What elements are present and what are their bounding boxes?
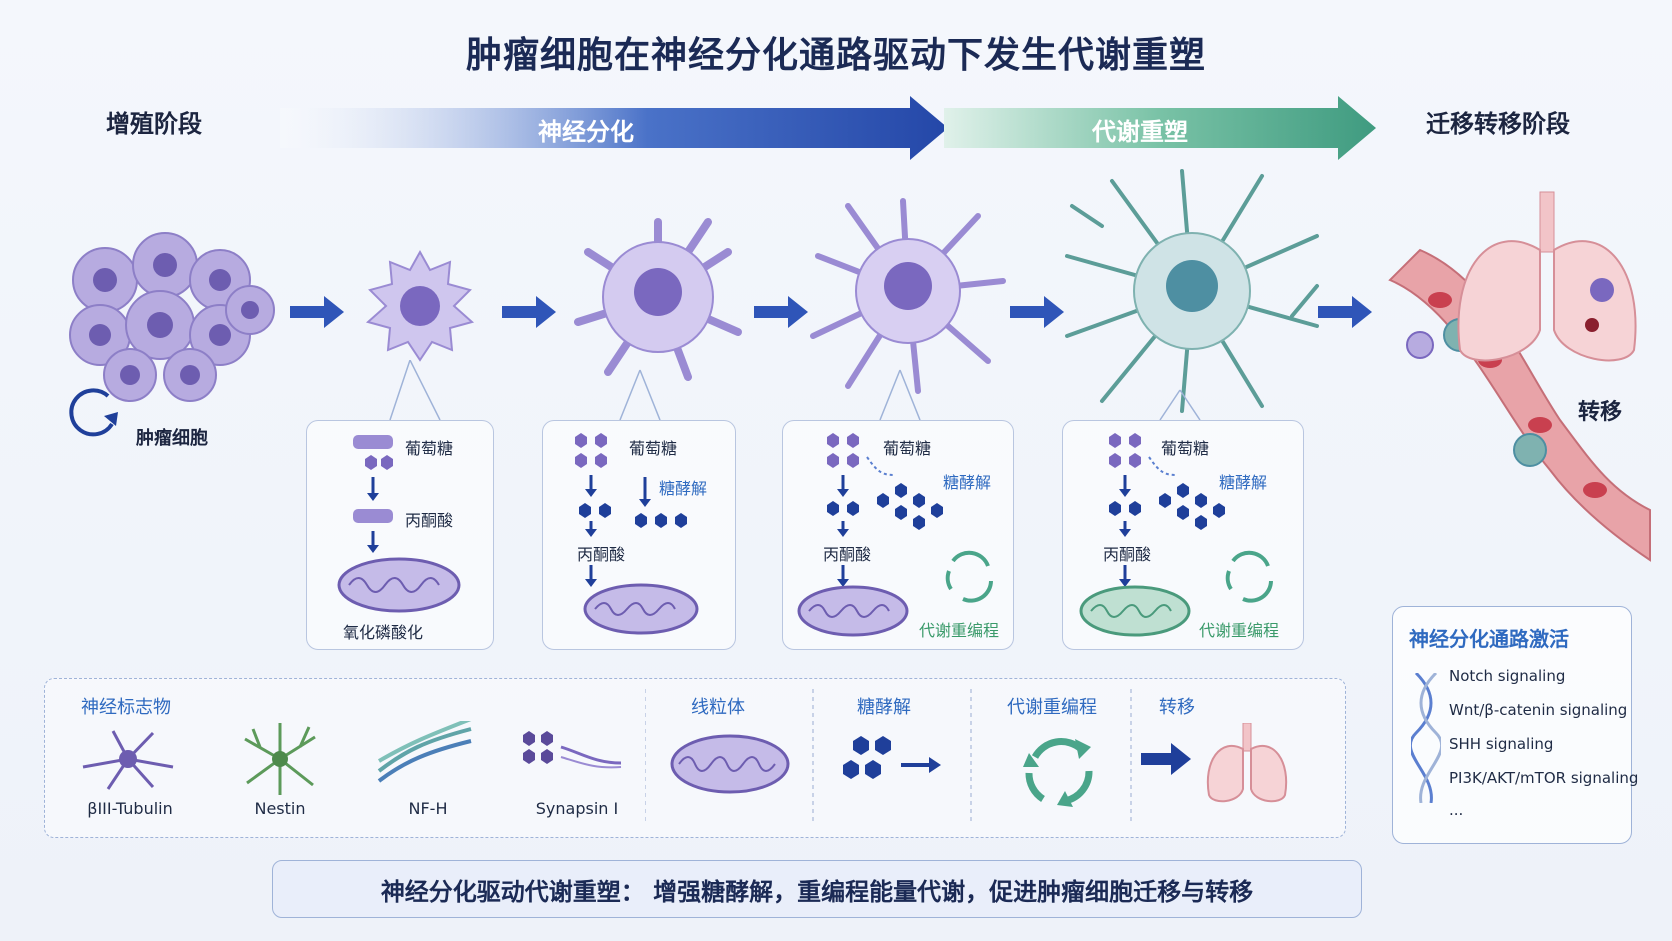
reprogramming-cycle-icon [1023, 738, 1093, 807]
callout-connectors [389, 360, 1201, 420]
metastasis-label: 转移 [1578, 400, 1623, 425]
arrow-neural-diff [280, 96, 948, 160]
cell-stage-3 [810, 198, 1006, 394]
flow-arrow-1 [290, 296, 344, 328]
panel1-oxphos: 氧化磷酸化 [343, 623, 424, 642]
stage-neural-diff-label: 神经分化 [538, 118, 634, 146]
cycle-icon [1225, 550, 1273, 603]
arrow-metabolic [944, 96, 1376, 160]
metastasis-lungs-icon [1141, 723, 1288, 803]
panel2-glucose: 葡萄糖 [629, 439, 678, 458]
stage-metabolic-label: 代谢重塑 [1092, 118, 1188, 146]
panel3-reprog: 代谢重编程 [919, 621, 1000, 640]
panel1-glucose: 葡萄糖 [405, 439, 454, 458]
cell-stage-1 [365, 249, 475, 362]
flow-arrow-5 [1318, 296, 1372, 328]
cycle-arrow-icon [69, 388, 118, 437]
marker-nestin: Nestin [254, 799, 306, 818]
page-title: 肿瘤细胞在神经分化通路驱动下发生代谢重塑 [465, 35, 1206, 76]
marker-btubulin: βIII-Tubulin [87, 799, 173, 818]
panel2-glycolysis: 糖酵解 [659, 479, 708, 498]
metabolism-panel-4: 葡萄糖 糖酵解 丙酮酸 代谢重编程 [1062, 420, 1304, 650]
metabolism-panel-1: 葡萄糖 丙酮酸 氧化磷酸化 [306, 420, 494, 650]
cell-stage-2 [574, 218, 742, 381]
panel4-glycolysis: 糖酵解 [1219, 473, 1268, 492]
glycolysis-icon [843, 736, 941, 779]
legend-dividers [645, 689, 1132, 825]
flow-arrow-4 [1010, 296, 1064, 328]
synapsin-icon [523, 731, 622, 769]
marker-synapsin: Synapsin I [535, 799, 619, 818]
metabolism-panel-3: 葡萄糖 糖酵解 丙酮酸 代谢重编程 [782, 420, 1014, 650]
tumor-cell-label: 肿瘤细胞 [136, 428, 208, 449]
panel3-pyruvate: 丙酮酸 [823, 545, 872, 564]
flow-arrow-3 [754, 296, 808, 328]
stage-proliferation-label: 增殖阶段 [106, 110, 202, 138]
pathway-pi3k: PI3K/AKT/mTOR signaling [1449, 769, 1639, 787]
nfh-icon [377, 721, 472, 783]
pathway-notch: Notch signaling [1449, 667, 1566, 685]
btubulin-icon [82, 730, 174, 790]
cycle-icon [945, 550, 993, 603]
flow-arrow-2 [502, 296, 556, 328]
pathway-box: 神经分化通路激活 Notch signaling Wnt/β-catenin s… [1392, 606, 1638, 844]
stage-banner-arrows [280, 96, 1376, 160]
panel3-glucose: 葡萄糖 [883, 439, 932, 458]
pathway-title: 神经分化通路激活 [1409, 627, 1569, 651]
legend-metastasis-title: 转移 [1159, 697, 1195, 718]
legend-glycolysis-title: 糖酵解 [857, 697, 911, 718]
panel4-pyruvate: 丙酮酸 [1103, 545, 1152, 564]
legend-box: 神经标志物 βIII-Tubulin Nestin NF-H Synapsin … [44, 678, 1346, 838]
pathway-shh: SHH signaling [1449, 735, 1554, 753]
cell-stage-4 [1065, 169, 1319, 413]
panel3-glycolysis: 糖酵解 [943, 473, 992, 492]
tumor-cell-cluster [69, 232, 275, 402]
summary-bar: 神经分化驱动代谢重塑： 增强糖酵解，重编程能量代谢，促进肿瘤细胞迁移与转移 [272, 860, 1362, 918]
panel1-pyruvate: 丙酮酸 [405, 511, 454, 530]
pathway-wnt: Wnt/β-catenin signaling [1449, 701, 1628, 719]
nestin-icon [244, 723, 316, 795]
legend-reprog-title: 代谢重编程 [1007, 697, 1097, 718]
dna-helix-icon [1411, 673, 1441, 803]
panel4-reprog: 代谢重编程 [1199, 621, 1280, 640]
legend-markers-title: 神经标志物 [81, 697, 171, 718]
metabolism-panel-2: 葡萄糖 糖酵解 丙酮酸 [542, 420, 736, 650]
legend-mito-title: 线粒体 [691, 697, 745, 718]
marker-nfh: NF-H [408, 799, 448, 818]
lungs-icon [1457, 191, 1637, 362]
panel2-pyruvate: 丙酮酸 [577, 545, 626, 564]
mitochondria-icon [670, 734, 790, 794]
panel4-glucose: 葡萄糖 [1161, 439, 1210, 458]
metastasis-illustration [1388, 191, 1651, 562]
pathway-more: ... [1449, 801, 1464, 819]
stage-migration-label: 迁移转移阶段 [1426, 110, 1570, 138]
